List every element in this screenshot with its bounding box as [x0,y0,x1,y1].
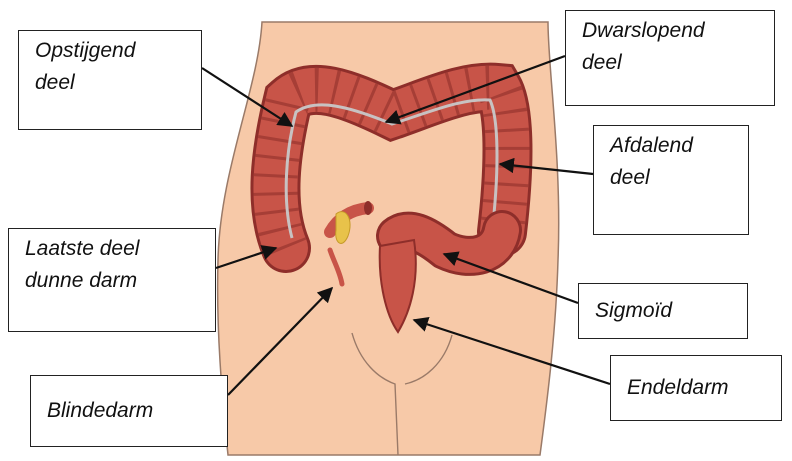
label-ascending: Opstijgend deel [18,30,202,130]
label-appendix: Blindedarm [30,375,228,447]
label-transverse: Dwarslopend deel [565,10,775,106]
label-descending: Afdalend deel [593,125,749,235]
label-rectum: Endeldarm [610,355,782,421]
label-small-intestine-end: Laatste deel dunne darm [8,228,216,332]
label-sigmoid: Sigmoïd [578,283,748,339]
small-intestine-opening [364,201,372,215]
